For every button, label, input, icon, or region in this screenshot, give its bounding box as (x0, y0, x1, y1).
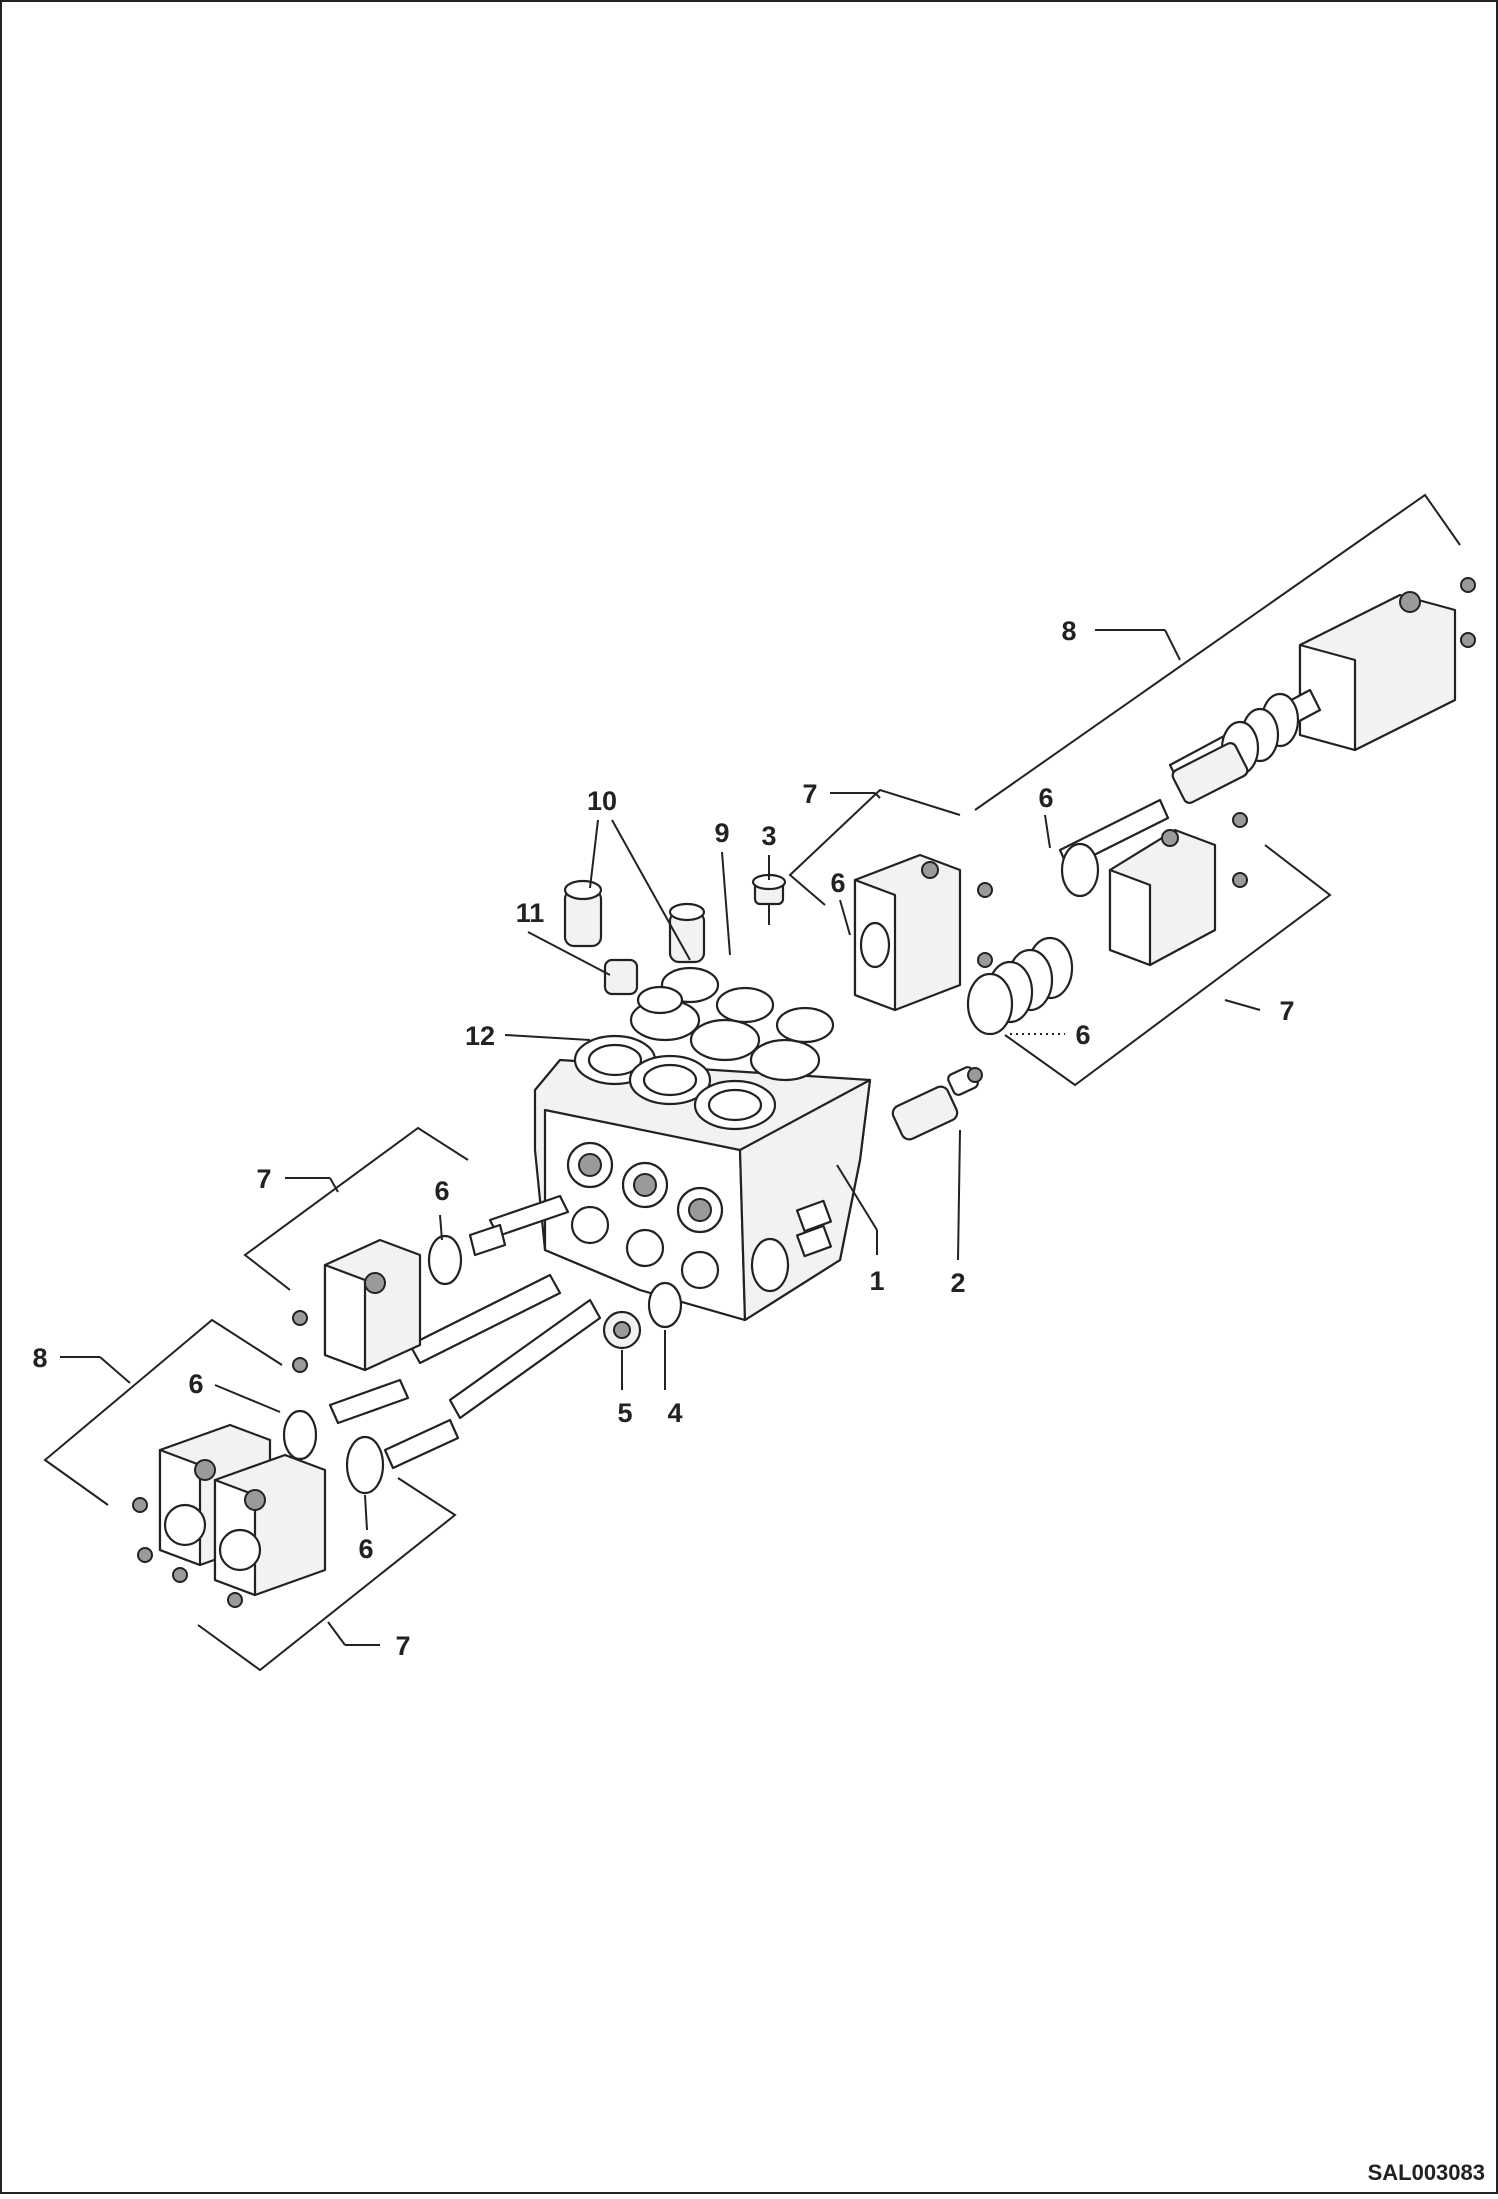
callout-6-upper: 6 (830, 868, 845, 898)
callout-1: 1 (869, 1266, 884, 1296)
top-fittings (563, 873, 787, 1015)
callout-6-left-lower: 6 (358, 1534, 373, 1564)
callout-10: 10 (587, 786, 617, 816)
callout-5: 5 (617, 1398, 632, 1428)
callout-labels: 1 2 3 4 5 6 6 6 6 6 6 7 7 7 7 8 8 9 10 1… (32, 616, 1294, 1661)
cap-block-left-upper (292, 1234, 463, 1373)
cap-block-upper-right (853, 853, 993, 1012)
cap-block-right-middle (966, 798, 1248, 1036)
callout-2: 2 (950, 1268, 965, 1298)
callout-9: 9 (714, 818, 729, 848)
drawing-code: SAL003083 (1368, 2160, 1485, 2185)
callout-6-left-middle: 6 (188, 1369, 203, 1399)
cap-block-left-lower (132, 1409, 385, 1608)
callout-11: 11 (516, 898, 545, 928)
callout-7-right: 7 (1279, 996, 1294, 1026)
callout-6-right-upper: 6 (1038, 783, 1053, 813)
callout-3: 3 (761, 821, 776, 851)
leader-lines (43, 493, 1461, 1672)
callout-6-left-upper: 6 (434, 1176, 449, 1206)
callout-7-upper: 7 (802, 779, 817, 809)
valve-body (533, 966, 872, 1322)
seal-ring-part-4 (647, 1281, 683, 1329)
plug-part-5 (602, 1310, 642, 1350)
relief-valve (891, 1066, 983, 1141)
callout-7-left-lower: 7 (395, 1631, 410, 1661)
callout-7-left-upper: 7 (256, 1164, 271, 1194)
callout-6-right-lower: 6 (1075, 1020, 1090, 1050)
callout-12: 12 (465, 1021, 495, 1051)
cap-block-far-right (1168, 577, 1476, 804)
callout-8-left: 8 (32, 1343, 47, 1373)
callout-4: 4 (667, 1398, 682, 1428)
spools (328, 1194, 602, 1470)
callout-8-right: 8 (1061, 616, 1076, 646)
